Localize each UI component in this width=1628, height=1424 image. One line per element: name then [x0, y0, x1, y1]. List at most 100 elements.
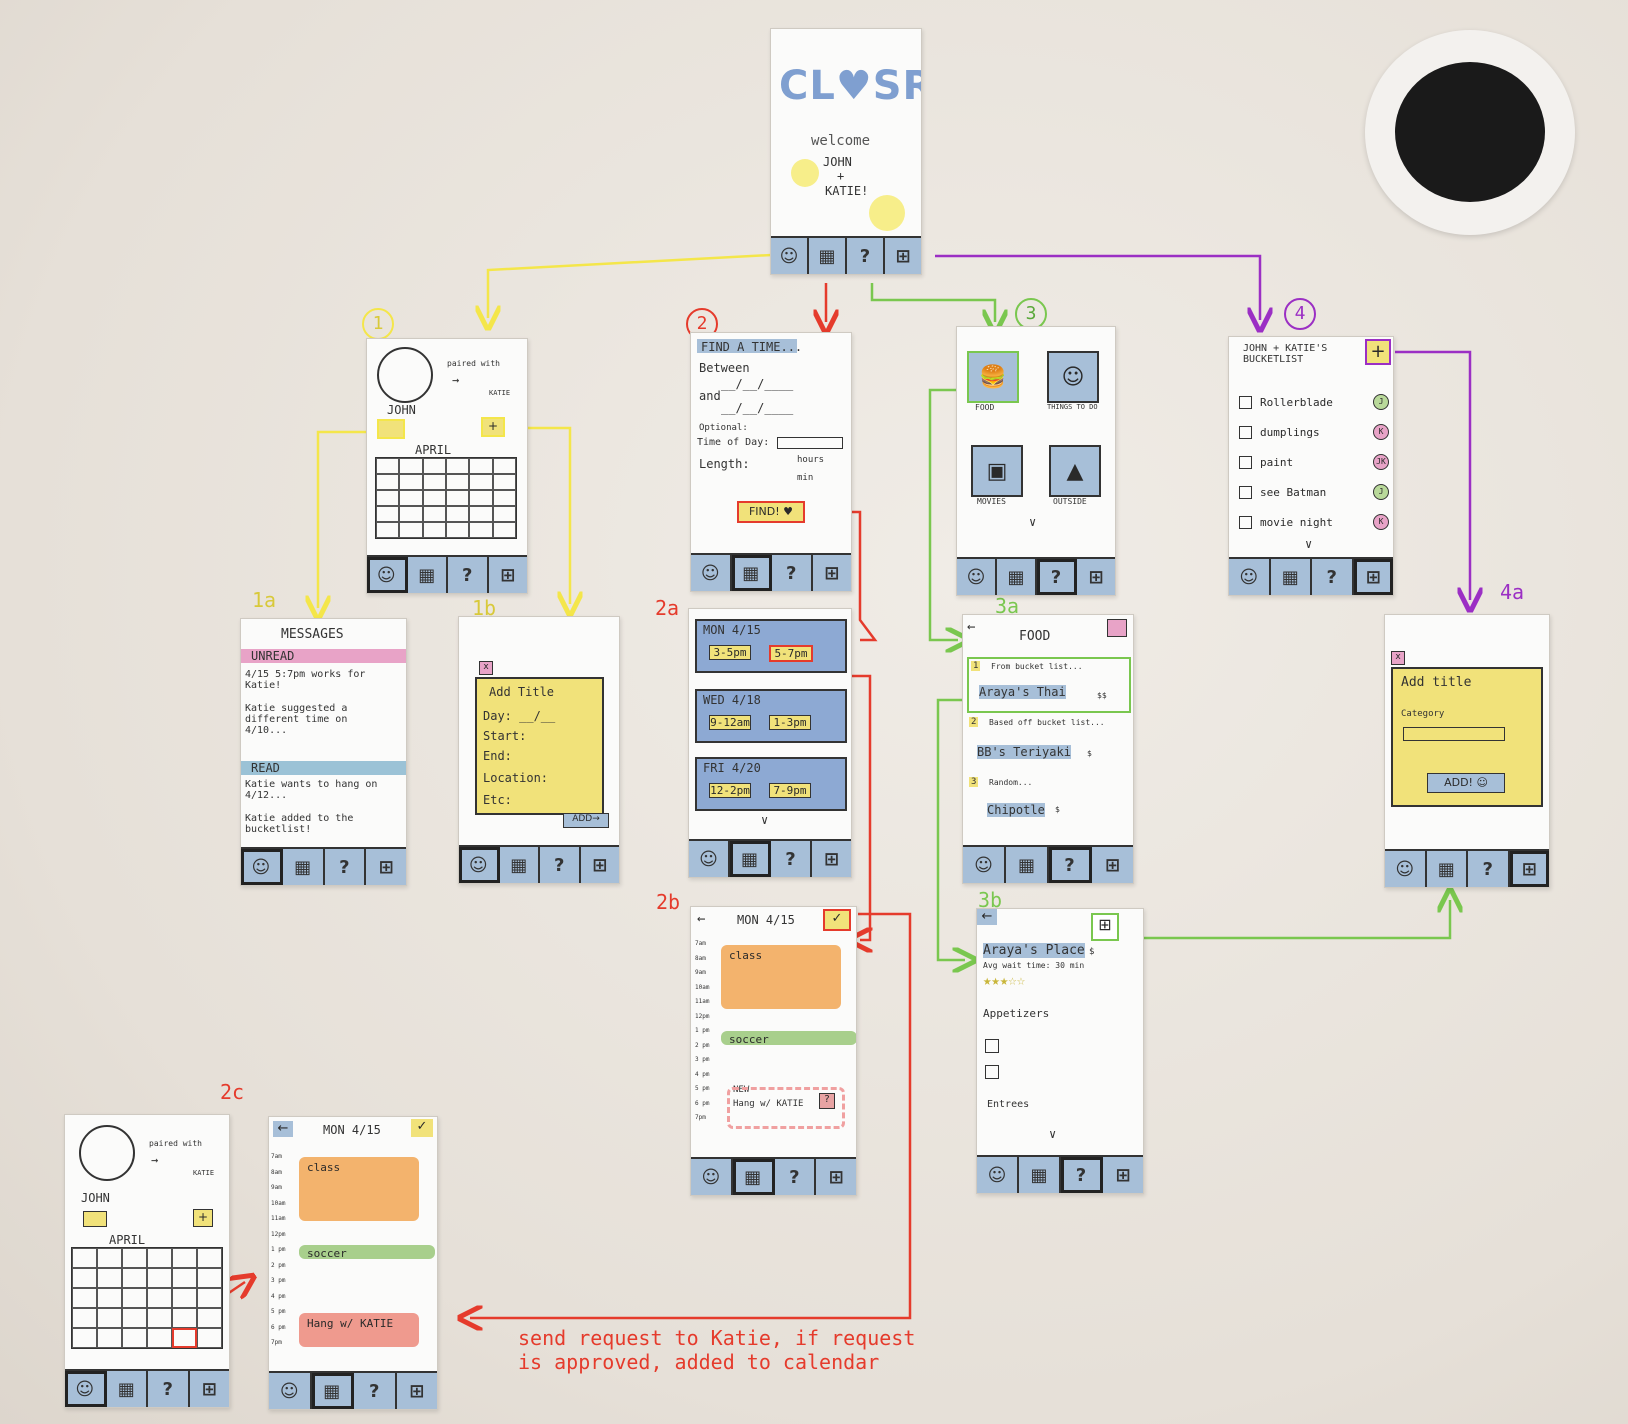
help-tab[interactable]: ?	[325, 849, 367, 885]
etc-field[interactable]: Etc:	[483, 793, 512, 807]
add-event-button[interactable]: +	[481, 417, 505, 437]
soccer-event[interactable]: soccer	[721, 1031, 856, 1046]
calendar-tab[interactable]: ▦	[107, 1371, 148, 1407]
profile-tab[interactable]: ☺	[1229, 559, 1271, 595]
slot-chip[interactable]: 9-12am	[709, 715, 751, 730]
hang-event[interactable]: Hang w/ KATIE	[299, 1313, 419, 1347]
chevron-down-icon[interactable]: ∨	[1029, 515, 1037, 529]
add-bucket-item-button[interactable]: +	[1365, 339, 1391, 365]
help-tab[interactable]: ?	[148, 1371, 190, 1407]
slot-chip[interactable]: 1-3pm	[769, 715, 811, 730]
help-tab[interactable]: ?	[775, 1159, 817, 1195]
category-select[interactable]	[1403, 727, 1505, 741]
month-calendar[interactable]	[375, 457, 517, 539]
checkbox[interactable]	[1239, 485, 1252, 499]
title-field[interactable]: Add title	[1401, 675, 1472, 690]
calendar-tab[interactable]: ▦	[997, 559, 1037, 595]
soccer-event[interactable]: soccer	[299, 1245, 435, 1260]
suggestion-row[interactable]: 1 From bucket list... Araya's Thai $$	[967, 657, 1131, 713]
back-arrow-icon[interactable]: ←	[977, 909, 997, 925]
confirm-check-button[interactable]: ✓	[823, 909, 851, 931]
calendar-tab[interactable]: ▦	[730, 841, 771, 877]
close-icon[interactable]: x	[1391, 651, 1405, 665]
calendar-tab[interactable]: ▦	[809, 238, 847, 274]
profile-tab[interactable]: ☺	[691, 1159, 733, 1195]
bucketlist-tab[interactable]: ⊞	[824, 562, 840, 584]
profile-tab[interactable]: ☺	[1385, 851, 1427, 887]
add-event-button[interactable]: +	[193, 1209, 213, 1227]
add-button[interactable]: ADD! ☺	[1427, 773, 1505, 793]
bucketlist-tab[interactable]: ⊞	[1104, 854, 1121, 876]
help-tab[interactable]: ?	[1312, 559, 1354, 595]
add-button[interactable]: ADD→	[563, 813, 609, 828]
help-tab[interactable]: ?	[847, 238, 885, 274]
bucketlist-tab[interactable]: ⊞	[1509, 851, 1549, 887]
back-arrow-icon[interactable]: ←	[967, 619, 976, 635]
bucketlist-tab[interactable]: ⊞	[201, 1378, 217, 1400]
bucketlist-tab[interactable]: ⊞	[828, 1166, 844, 1188]
help-tab[interactable]: ?	[448, 557, 489, 593]
suggestion-row[interactable]: 3 Random... Chipotle $	[969, 777, 1060, 817]
checkbox[interactable]	[1239, 455, 1252, 469]
calendar-tab[interactable]: ▦	[1019, 1157, 1061, 1193]
message-item[interactable]: Katie wants to hang on 4/12...	[245, 779, 378, 801]
profile-tab[interactable]: ☺	[367, 557, 408, 593]
add-to-bucketlist-icon[interactable]: ⊞	[1091, 913, 1119, 941]
bucketlist-tab[interactable]: ⊞	[895, 245, 911, 267]
message-item[interactable]: 4/15 5:7pm works for Katie!	[245, 669, 366, 691]
time-of-day-select[interactable]	[777, 437, 843, 449]
bucketlist-tab[interactable]: ⊞	[378, 856, 394, 878]
calendar-tab[interactable]: ▦	[1271, 559, 1312, 595]
profile-tab[interactable]: ☺	[977, 1157, 1019, 1193]
profile-tab[interactable]: ☺	[963, 847, 1006, 883]
end-date-field[interactable]: __/__/____	[721, 401, 794, 415]
help-tab[interactable]: ?	[540, 847, 581, 883]
envelope-icon[interactable]	[83, 1211, 107, 1227]
profile-tab[interactable]: ☺	[689, 841, 730, 877]
calendar-tab[interactable]: ▦	[1006, 847, 1049, 883]
food-icon[interactable]: 🍔	[967, 351, 1019, 403]
profile-tab[interactable]: ☺	[269, 1373, 312, 1409]
help-tab[interactable]: ?	[771, 841, 812, 877]
close-icon[interactable]: x	[479, 661, 493, 675]
location-field[interactable]: Location:	[483, 771, 549, 785]
menu-item-checkbox[interactable]	[985, 1039, 999, 1053]
profile-tab[interactable]: ☺	[459, 847, 500, 883]
suggestion-row[interactable]: 2 Based off bucket list... BB's Teriyaki…	[969, 717, 1105, 759]
bucketlist-tab[interactable]: ⊞	[409, 1380, 425, 1402]
bucketlist-tab[interactable]: ⊞	[1115, 1164, 1131, 1186]
chevron-down-icon[interactable]: ∨	[1049, 1127, 1057, 1141]
help-tab[interactable]: ?	[1037, 559, 1077, 595]
end-field[interactable]: End:	[483, 749, 512, 763]
bucketlist-tab[interactable]: ⊞	[823, 848, 840, 870]
tv-icon[interactable]: ▣	[971, 445, 1023, 497]
find-button[interactable]: FIND! ♥	[737, 501, 805, 523]
message-item[interactable]: Katie suggested a different time on 4/10…	[245, 703, 348, 736]
menu-item-checkbox[interactable]	[985, 1065, 999, 1079]
slot-chip[interactable]: 5-7pm	[769, 645, 813, 662]
calendar-tab[interactable]: ▦	[500, 847, 540, 883]
help-tab[interactable]: ?	[772, 555, 813, 591]
person-icon[interactable]: ☺	[1047, 351, 1099, 403]
start-field[interactable]: Start:	[483, 729, 527, 743]
slot-chip[interactable]: 3-5pm	[709, 645, 751, 660]
back-arrow-icon[interactable]: ←	[273, 1121, 293, 1137]
chevron-down-icon[interactable]: ∨	[761, 813, 769, 827]
profile-tab[interactable]: ☺	[771, 238, 809, 274]
calendar-tab[interactable]: ▦	[732, 1159, 775, 1195]
checkbox[interactable]	[1239, 425, 1252, 439]
class-event[interactable]: class	[721, 945, 841, 1009]
calendar-tab[interactable]: ▦	[731, 555, 772, 591]
calendar-tab[interactable]: ▦	[408, 557, 448, 593]
refresh-icon[interactable]	[1107, 619, 1127, 637]
back-arrow-icon[interactable]: ←	[697, 911, 706, 927]
checkbox[interactable]	[1239, 515, 1252, 529]
day-field[interactable]: Day: __/__	[483, 709, 556, 723]
bucketlist-tab[interactable]: ⊞	[1088, 566, 1104, 588]
help-tab[interactable]: ?	[1468, 851, 1510, 887]
